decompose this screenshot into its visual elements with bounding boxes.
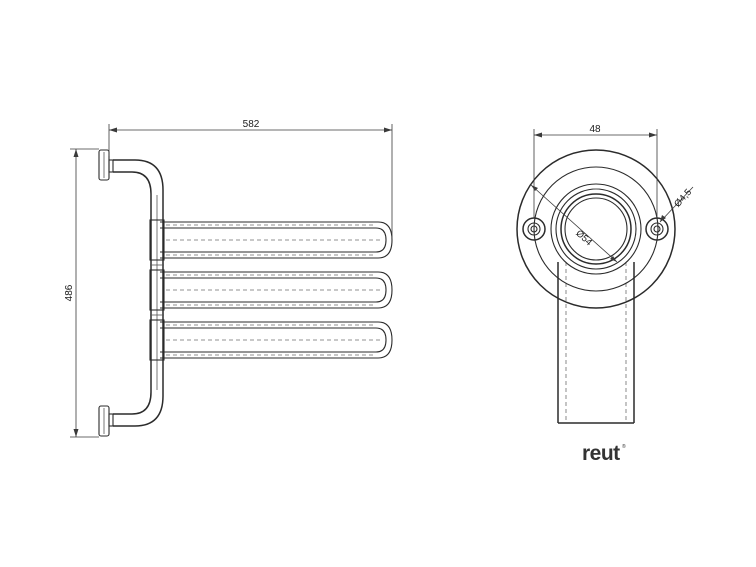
width-dimension <box>108 124 393 238</box>
brand-logo-superscript: ® <box>622 443 626 450</box>
height-dimension-label: 486 <box>64 284 75 301</box>
pipe-diameter-leader <box>530 184 618 263</box>
flange-width-dimension <box>533 129 658 218</box>
swing-arm-1 <box>160 221 393 259</box>
pipe-diameter-label: Ø54 <box>573 228 594 248</box>
front-view: 48 Ø54 Ø4,5 <box>516 124 694 424</box>
bottom-wall-flange <box>98 405 114 437</box>
hole-diameter-leader <box>659 186 694 223</box>
round-flange <box>516 149 676 309</box>
mounting-hole-left <box>522 217 546 241</box>
side-view: 582 486 <box>64 119 393 438</box>
height-dimension <box>70 148 99 438</box>
main-vertical-tube <box>113 159 164 427</box>
swing-arm-2 <box>160 271 393 309</box>
hinge-collars <box>149 219 165 361</box>
flange-width-label: 48 <box>589 124 601 135</box>
hole-diameter-label: Ø4,5 <box>672 187 694 210</box>
width-dimension-label: 582 <box>243 119 260 130</box>
downward-pipe <box>557 262 635 424</box>
brand-logo: reut ® <box>582 442 626 465</box>
swing-arm-3 <box>160 321 393 359</box>
brand-logo-text: reut <box>582 442 620 465</box>
top-wall-flange <box>98 149 114 181</box>
